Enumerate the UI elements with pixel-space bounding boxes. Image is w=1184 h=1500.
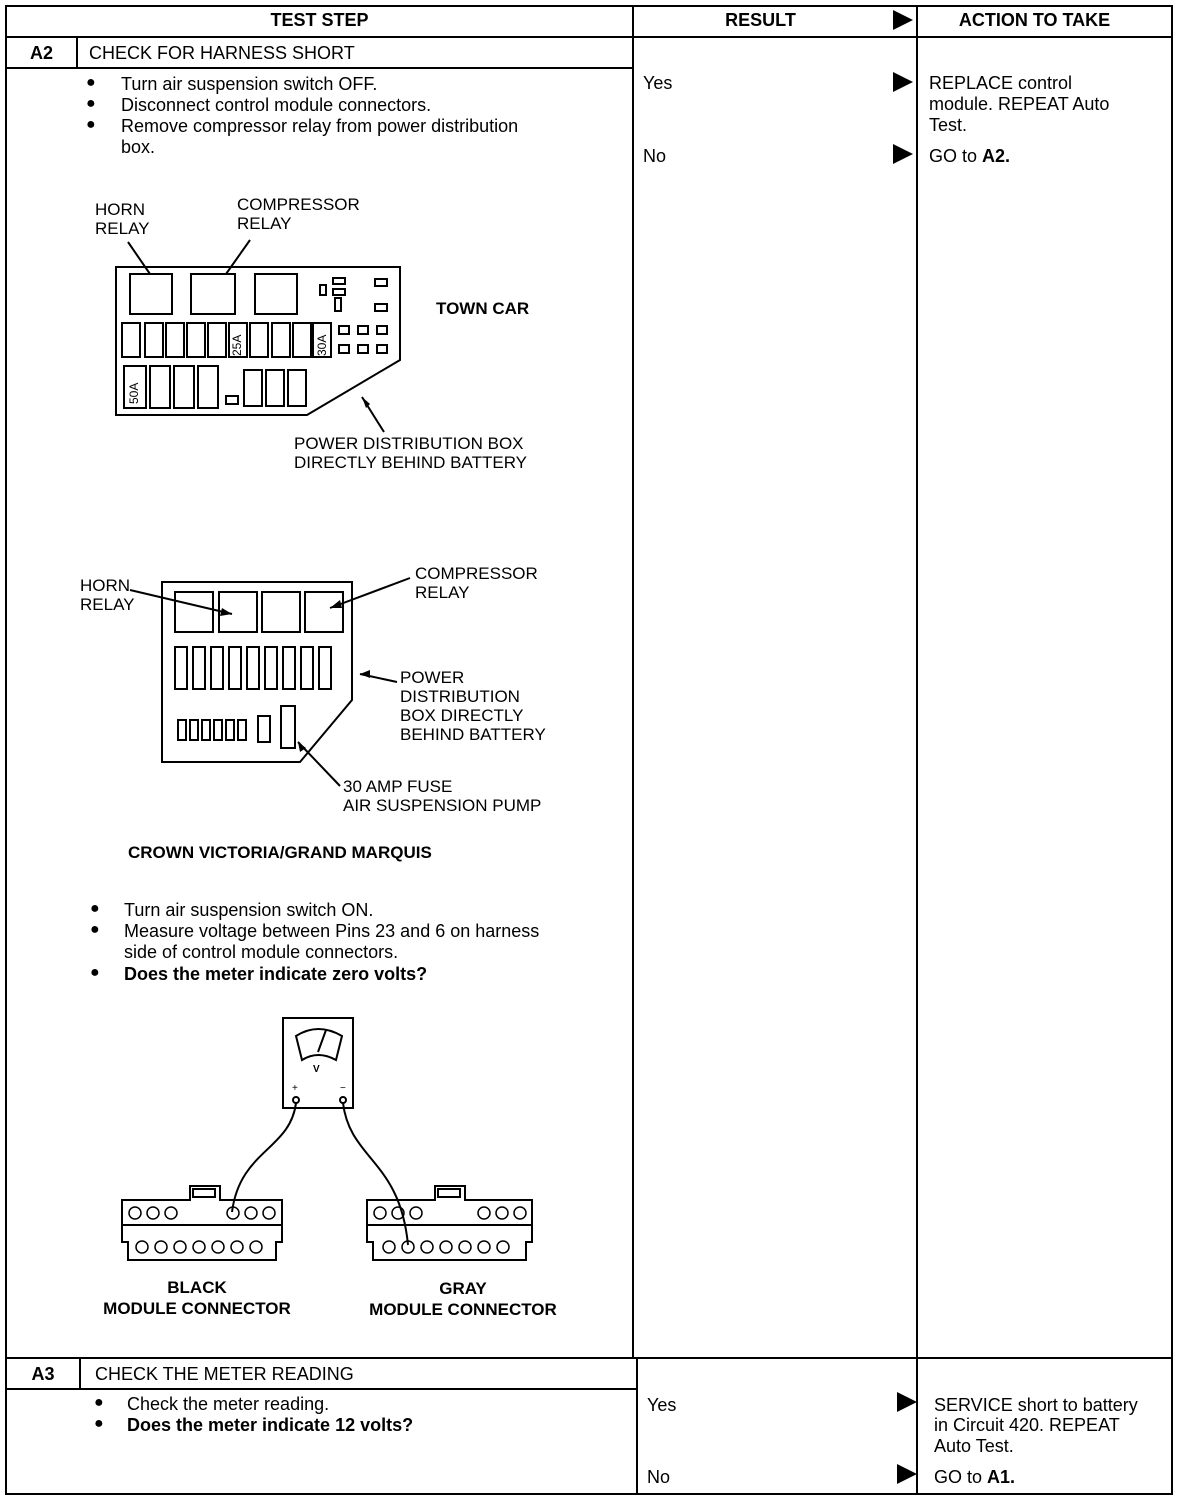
bullet-icon: ● — [90, 964, 100, 981]
bullet-icon: ● — [90, 921, 100, 938]
d2-compressor-relay-label-2: RELAY — [415, 583, 470, 602]
a2-result-yes: Yes — [643, 73, 673, 93]
d2-pdb-label-4: BEHIND BATTERY — [400, 725, 546, 744]
bullet-icon: ● — [94, 1394, 104, 1411]
bullet-icon: ● — [86, 116, 96, 133]
a3-yes-arrow-icon — [897, 1392, 917, 1412]
a2-bullet-3-cont: box. — [121, 137, 156, 157]
gray-connector-label-1: GRAY — [439, 1279, 487, 1298]
d2-horn-relay-label: HORN — [80, 576, 131, 595]
bullet-icon: ● — [86, 74, 96, 91]
gray-connector-label-2: MODULE CONNECTOR — [369, 1300, 557, 1319]
header-arrow-icon — [893, 10, 913, 30]
a2-bullet-5-cont: side of control module connectors. — [124, 942, 399, 962]
black-connector-label-1: BLACK — [167, 1278, 227, 1297]
d2-fuse-label-1: 30 AMP FUSE — [343, 777, 453, 796]
a2-action-no-prefix: GO to — [929, 146, 983, 166]
d1-model-label: TOWN CAR — [436, 299, 530, 318]
a2-action-yes-3: Test. — [929, 115, 968, 135]
meter-v-label: V — [313, 1064, 320, 1075]
a2-result-no: No — [643, 146, 667, 166]
a2-bullet-4: Turn air suspension switch ON. — [124, 900, 374, 920]
d1-fuse-50a: 50A — [127, 382, 141, 404]
meter-plus-label: + — [292, 1083, 298, 1094]
a3-action-yes-2: in Circuit 420. REPEAT — [934, 1415, 1120, 1435]
a2-bullet-5: Measure voltage between Pins 23 and 6 on… — [124, 921, 540, 941]
header-result: RESULT — [725, 10, 796, 30]
a3-bullet-1: Check the meter reading. — [127, 1394, 330, 1414]
step-id-a2: A2 — [29, 43, 53, 63]
a3-action-no-ref[interactable]: A1. — [987, 1467, 1016, 1487]
connector-pins — [128, 1206, 527, 1254]
d1-horn-relay-label-2: RELAY — [95, 219, 150, 238]
d1-fuse-30a: 30A — [315, 334, 329, 356]
d1-compressor-relay-label-2: RELAY — [237, 214, 292, 233]
a2-action-no-ref[interactable]: A2. — [982, 146, 1011, 166]
header-test-step: TEST STEP — [270, 10, 369, 30]
header-action: ACTION TO TAKE — [958, 10, 1111, 30]
meter-minus-label: − — [340, 1083, 346, 1094]
d1-pdb-label-2: DIRECTLY BEHIND BATTERY — [294, 453, 528, 472]
a3-no-arrow-icon — [897, 1464, 917, 1484]
d2-pdb-label-2: DISTRIBUTION — [400, 687, 520, 706]
a2-action-no: GO to A2. — [929, 146, 1010, 167]
a3-result-no: No — [647, 1467, 671, 1487]
a3-action-no: GO to A1. — [934, 1467, 1015, 1488]
a3-action-no-prefix: GO to — [934, 1467, 988, 1487]
d2-pdb-label-3: BOX DIRECTLY — [400, 706, 524, 725]
black-connector-label-2: MODULE CONNECTOR — [103, 1299, 291, 1318]
a2-action-yes-1: REPLACE control — [929, 73, 1073, 93]
bullet-icon: ● — [90, 900, 100, 917]
step-id-a3: A3 — [31, 1364, 55, 1384]
d1-horn-relay-label: HORN — [95, 200, 146, 219]
d1-compressor-relay-label: COMPRESSOR — [237, 195, 360, 214]
voltmeter-diagram — [121, 1017, 533, 1261]
d2-compressor-relay-label: COMPRESSOR — [415, 564, 538, 583]
a2-bullet-2: Disconnect control module connectors. — [121, 95, 432, 115]
town-car-pdb-diagram — [115, 239, 401, 433]
a2-bullet-3: Remove compressor relay from power distr… — [121, 116, 519, 136]
step-title-a3: CHECK THE METER READING — [95, 1364, 354, 1384]
a3-action-yes-3: Auto Test. — [934, 1436, 1014, 1456]
no-arrow-icon — [893, 144, 913, 164]
d2-fuse-label-2: AIR SUSPENSION PUMP — [343, 796, 542, 815]
a3-result-yes: Yes — [647, 1395, 677, 1415]
d1-pdb-label: POWER DISTRIBUTION BOX — [294, 434, 524, 453]
bullet-icon: ● — [94, 1415, 104, 1432]
d1-fuse-25a: 25A — [230, 334, 244, 356]
d2-horn-relay-label-2: RELAY — [80, 595, 135, 614]
d2-model-label: CROWN VICTORIA/GRAND MARQUIS — [128, 843, 432, 862]
a2-action-yes-2: module. REPEAT Auto — [929, 94, 1110, 114]
yes-arrow-icon — [893, 72, 913, 92]
a2-question: Does the meter indicate zero volts? — [124, 964, 428, 984]
crown-victoria-pdb-diagram — [129, 577, 411, 787]
a3-action-yes-1: SERVICE short to battery — [934, 1395, 1138, 1415]
a2-bullet-1: Turn air suspension switch OFF. — [121, 74, 378, 94]
bullet-icon: ● — [86, 95, 96, 112]
step-title-a2: CHECK FOR HARNESS SHORT — [89, 43, 355, 63]
a3-question: Does the meter indicate 12 volts? — [127, 1415, 414, 1435]
d2-pdb-label-1: POWER — [400, 668, 465, 687]
